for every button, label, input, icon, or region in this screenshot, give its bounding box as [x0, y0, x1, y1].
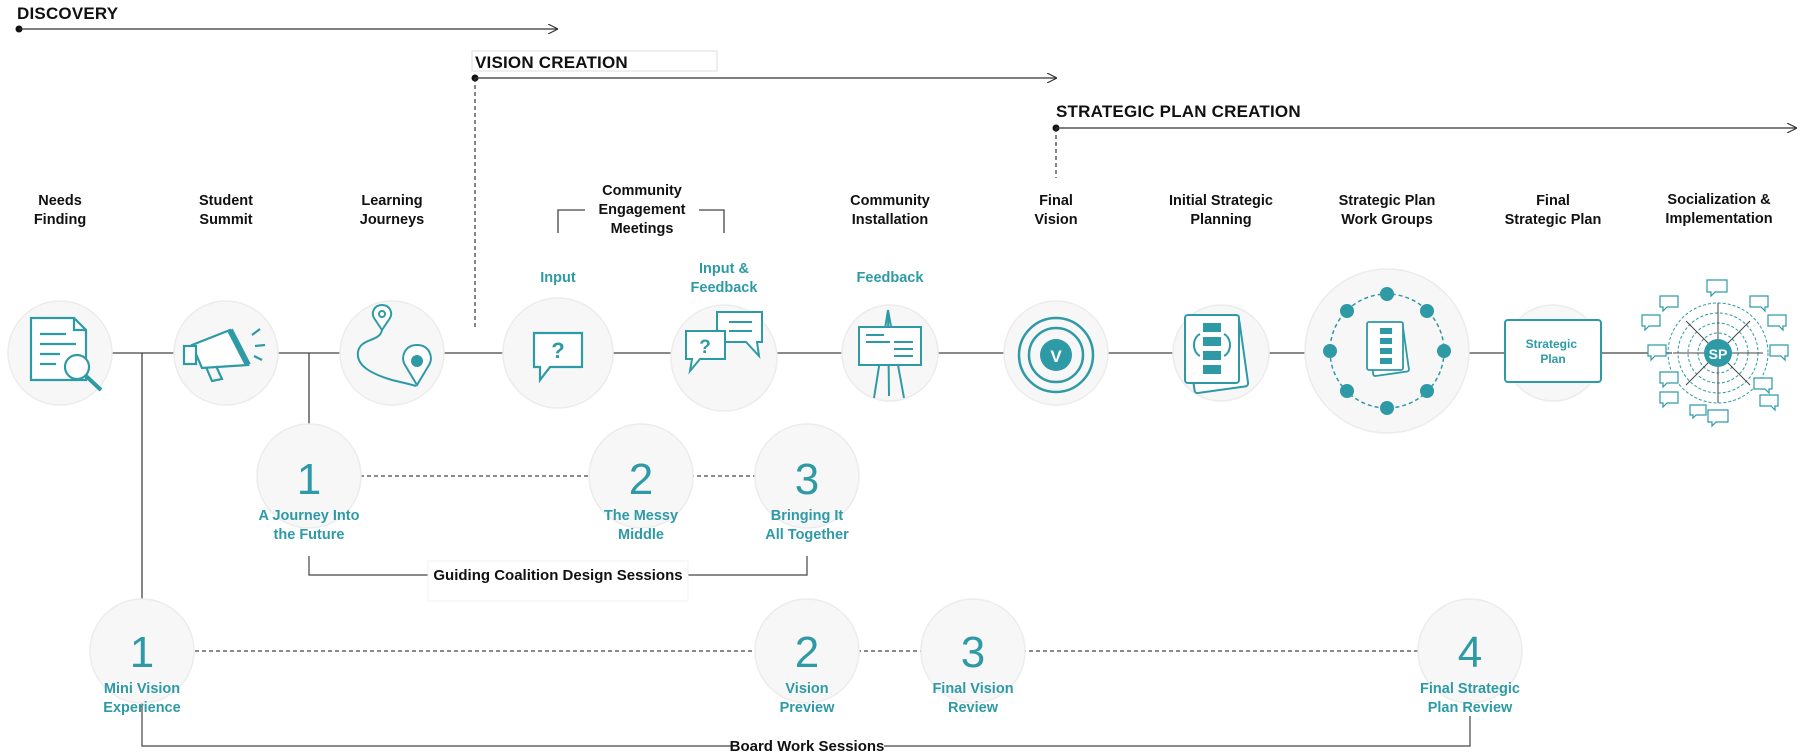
board-session-number: 3 [961, 628, 985, 677]
phase-discovery: DISCOVERY [15, 4, 558, 33]
sub-labels: Input Input &Feedback Feedback [540, 261, 924, 296]
map-route-icon [356, 303, 432, 387]
step-final-strategic-plan: Strategic Plan [1504, 304, 1602, 402]
step-socialization: SP [1641, 279, 1789, 428]
step-work-groups [1304, 268, 1470, 434]
board-session-number: 1 [130, 628, 154, 677]
sub-label-input: Input [540, 270, 576, 286]
megaphone-icon [182, 328, 266, 383]
question-mark: ? [551, 338, 564, 363]
step-needs-finding [7, 300, 113, 406]
vision-target-icon: V [1017, 316, 1095, 394]
easel-board-icon [858, 309, 922, 399]
chat-bubbles-icon: ? [685, 311, 763, 375]
step-community-installation [841, 304, 939, 402]
step-initial-strategic-planning [1172, 304, 1270, 402]
sp-network-icon: SP [1641, 279, 1789, 428]
question-mark-small: ? [699, 337, 711, 358]
sub-label-input-feedback: Input &Feedback [691, 261, 759, 296]
phase-vision-creation: VISION CREATION [471, 50, 1057, 330]
board-session-number: 2 [795, 628, 819, 677]
plan-card-text: Strategic Plan [1526, 337, 1581, 366]
phase-title-vision: VISION CREATION [475, 53, 628, 72]
step-label-socialization: Socialization &Implementation [1665, 192, 1772, 227]
plan-document-icon [1184, 314, 1250, 395]
sub-label-feedback: Feedback [857, 270, 925, 286]
step-final-vision: V [1003, 300, 1109, 406]
step-learning-journeys [339, 300, 445, 406]
design-sessions-caption: Guiding Coalition Design Sessions [433, 567, 682, 584]
board-sessions-caption: Board Work Sessions [730, 738, 885, 755]
phase-title-discovery: DISCOVERY [17, 4, 119, 23]
phase-title-strategic: STRATEGIC PLAN CREATION [1056, 102, 1301, 121]
board-sessions-links [141, 650, 1471, 747]
step-input: ? [502, 297, 614, 409]
vision-badge-letter: V [1050, 347, 1062, 366]
step-student-summit [173, 300, 279, 406]
design-session-number: 2 [629, 455, 653, 504]
design-session-number: 1 [297, 455, 321, 504]
work-group-icon [1323, 287, 1451, 415]
phase-strategic-plan-creation: STRATEGIC PLAN CREATION [1052, 102, 1797, 178]
design-sessions-links [308, 475, 808, 576]
design-session-number: 3 [795, 455, 819, 504]
sp-badge-text: SP [1709, 346, 1728, 362]
strategic-plan-card-icon: Strategic Plan [1504, 319, 1602, 383]
question-bubble-icon: ? [532, 331, 584, 384]
step-input-feedback: ? [670, 304, 778, 412]
board-session-number: 4 [1458, 628, 1482, 677]
document-magnifier-icon [29, 316, 103, 392]
